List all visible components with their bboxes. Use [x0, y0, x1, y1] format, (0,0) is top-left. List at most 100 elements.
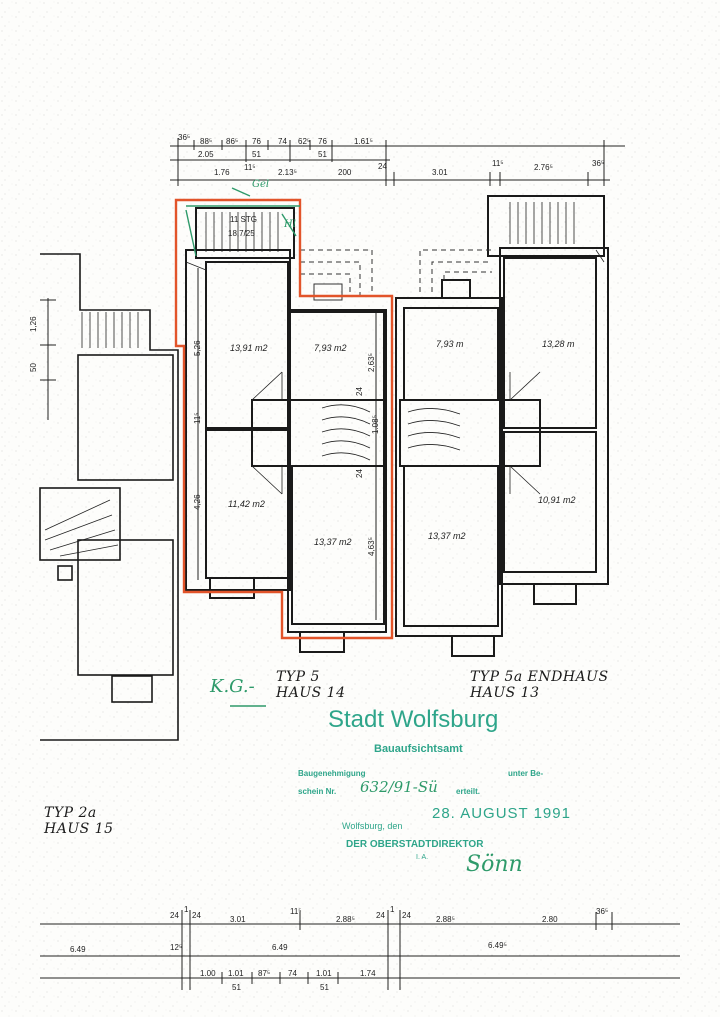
dim-vert-h14-upper: 5,26	[193, 340, 202, 356]
dim-bot-r3-0: 1.00	[200, 969, 216, 978]
house-14-type: TYP 5	[276, 669, 320, 685]
stamp-permit-under: unter Be-	[508, 769, 544, 778]
house-15-outline	[39, 253, 179, 741]
dim-top-r2-2: 51	[318, 150, 327, 159]
dimension-lines-bottom	[40, 910, 680, 990]
dim-top-r3-7: 2.76⁵	[534, 163, 553, 172]
dim-bot-r1-9: 2.88⁵	[436, 915, 455, 924]
dim-vert-left-a: 1,26	[29, 316, 38, 332]
green-annotation-lines	[185, 187, 300, 707]
dim-top-r1-6: 76	[318, 137, 327, 146]
dim-bot-r1-0: 24	[170, 911, 179, 920]
dim-bot-r2-3: 6.49⁵	[488, 941, 507, 950]
dim-bot-r4-1: 51	[320, 983, 329, 992]
room-area-h14-bottom-right: 13,37 m2	[314, 537, 352, 547]
dim-bot-r1-3: 3.01	[230, 915, 246, 924]
house-13-terrace-dashes	[419, 249, 492, 292]
dim-vert-h14-right-lower: 4,63⁵	[367, 537, 376, 556]
dim-vert-center-c: 24	[355, 469, 364, 478]
stamp-date: 28. AUGUST 1991	[432, 805, 571, 822]
stamp-schein: schein Nr.	[298, 787, 337, 796]
stamp-city: Stadt Wolfsburg	[328, 706, 499, 733]
dim-bot-r2-1: 12⁵	[170, 943, 183, 952]
dim-bot-r1-10: 2.80	[542, 915, 558, 924]
dim-bot-r1-4: 11⁵	[290, 907, 302, 916]
house-14-property-outline	[174, 198, 394, 640]
dim-bot-r2-2: 6.49	[272, 943, 288, 952]
dim-top-r1-3: 76	[252, 137, 261, 146]
stamp-permit-line: Baugenehmigung	[298, 769, 366, 778]
dim-bot-r1-2: 24	[192, 911, 201, 920]
dim-vert-h14-lower: 4,26	[193, 494, 202, 510]
dim-top-r2-1: 51	[252, 150, 261, 159]
dim-top-r1-4: 74	[278, 137, 287, 146]
dim-top-r2-0: 2.05	[198, 150, 214, 159]
house-13-walls	[395, 195, 609, 657]
dim-vert-center-b: 1.08⁵	[371, 415, 380, 434]
handwritten-gel: Gel	[252, 179, 270, 190]
dim-top-r3-8: 36⁵	[592, 159, 605, 168]
house-14-stairs	[185, 212, 371, 495]
dim-bot-r1-7: 1	[390, 905, 395, 914]
dimension-lines-top	[170, 138, 625, 186]
house-15-type: TYP 2a	[44, 805, 97, 821]
stamp-authority: DER OBERSTADTDIREKTOR	[346, 839, 484, 850]
dim-top-r1-7: 1.61⁵	[354, 137, 373, 146]
dim-bot-r1-6: 24	[376, 911, 385, 920]
house-15-stairs	[44, 312, 139, 557]
dim-bot-r3-2: 87⁵	[258, 969, 271, 978]
dim-bot-r4-0: 51	[232, 983, 241, 992]
dim-bot-r3-1: 1.01	[228, 969, 244, 978]
house-14-terrace-dashes	[300, 249, 373, 301]
handwritten-kg-mark: K.G.-	[210, 676, 255, 697]
room-area-h14-top-right: 7,93 m2	[314, 343, 347, 353]
house-14-name: HAUS 14	[276, 685, 346, 701]
dim-vert-center-a: 24	[355, 387, 364, 396]
room-area-h14-bottom-left: 11,42 m2	[228, 499, 265, 509]
dim-top-r1-2: 86⁵	[226, 137, 239, 146]
dim-vert-h14-mid: 11⁵	[193, 412, 202, 424]
house-13-stairs	[407, 202, 605, 495]
stair-steps-label: 11 STG	[230, 215, 257, 224]
house-13-type: TYP 5a ENDHAUS	[470, 669, 609, 685]
dim-top-r3-2: 2.13⁵	[278, 168, 297, 177]
dim-bot-r3-4: 1.01	[316, 969, 332, 978]
dim-top-r3-1: 11⁵	[244, 163, 256, 172]
stamp-office: Bauaufsichtsamt	[374, 743, 463, 755]
dim-top-r3-5: 3.01	[432, 168, 448, 177]
room-area-h13-bottom-right: 10,91 m2	[538, 495, 576, 505]
dim-top-r1-0: 36⁵	[178, 133, 191, 142]
stamp-signature: Sönn	[466, 852, 523, 877]
dim-bot-r1-5: 2.88⁵	[336, 915, 355, 924]
dim-top-r1-1: 88⁵	[200, 137, 213, 146]
dim-top-r3-4: 24	[378, 162, 387, 171]
dim-top-r3-0: 1.76	[214, 168, 230, 177]
stamp-date-label: Wolfsburg, den	[342, 821, 403, 831]
dim-bot-r1-1: 1	[184, 905, 189, 914]
room-area-h13-bottom-left: 13,37 m2	[428, 531, 466, 541]
room-area-h13-top-left: 7,93 m	[436, 339, 464, 349]
stamp-schein-number: 632/91-Sü	[360, 778, 438, 796]
dim-bot-r1-8: 24	[402, 911, 411, 920]
dim-vert-h14-right-upper: 2,63⁵	[367, 353, 376, 372]
house-15-name: HAUS 15	[44, 821, 114, 837]
stair-ratio-label: 18,7/25	[228, 229, 255, 238]
dim-top-r3-3: 200	[338, 168, 352, 177]
dim-bot-r3-3: 74	[288, 969, 297, 978]
approval-stamp: Stadt Wolfsburg Bauaufsichtsamt Baugeneh…	[290, 708, 590, 888]
room-area-h14-top-left: 13,91 m2	[230, 343, 268, 353]
house-13-name: HAUS 13	[470, 685, 540, 701]
dim-bot-r3-5: 1.74	[360, 969, 376, 978]
dim-bot-r2-0: 6.49	[70, 945, 86, 954]
house-14-walls	[185, 207, 387, 653]
handwritten-hl: Hl	[284, 219, 296, 230]
dim-top-r3-6: 11⁵	[492, 159, 504, 168]
stamp-ia: I. A.	[416, 854, 429, 861]
dim-bot-r1-11: 36⁵	[596, 907, 609, 916]
room-area-h13-top-right: 13,28 m	[542, 339, 575, 349]
stamp-erteilt: erteilt.	[456, 787, 481, 796]
dim-vert-left-b: 50	[29, 363, 38, 372]
dim-top-r1-5: 62⁵	[298, 137, 311, 146]
